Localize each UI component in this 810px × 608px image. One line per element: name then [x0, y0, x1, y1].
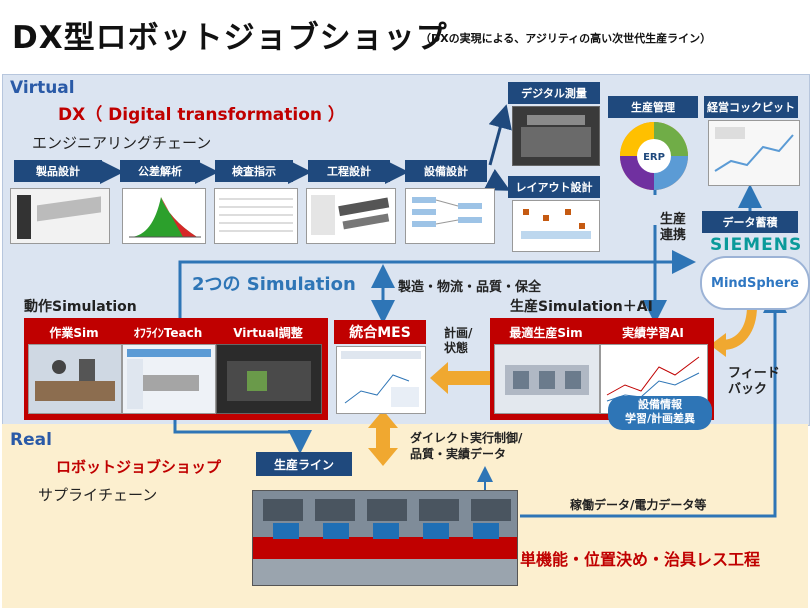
siemens-logo: SIEMENS [710, 235, 803, 255]
simulation-heading: 2つの Simulation [192, 274, 356, 295]
virtual-adjust-box: Virtual調整 [216, 322, 320, 342]
work-sim-box: 作業Sim [28, 322, 120, 342]
direct-control-label: ダイレクト実行制御/ 品質・実績データ [410, 431, 523, 461]
product-design-image [10, 188, 110, 244]
process-design-image [306, 188, 396, 244]
footer-statement: 単機能・位置決め・治具レス工程 [520, 550, 761, 569]
real-label: Real [10, 430, 52, 450]
inspection-sheet-image [214, 188, 298, 244]
integrated-mes-label: 統合MES [334, 320, 426, 344]
virtual-label: Virtual [10, 78, 75, 98]
equipment-design-image [405, 188, 495, 244]
offline-teach-box: ｵﾌﾗｲﾝTeach [122, 322, 214, 342]
virtual-adjust-image [216, 344, 322, 414]
equipment-info-cloud: 設備情報 学習/計画差異 [608, 396, 712, 430]
step-process-design: 工程設計 [308, 160, 390, 182]
tolerance-chart-image [122, 188, 206, 244]
digital-survey-image [512, 106, 600, 166]
production-line-label: 生産ライン [256, 452, 352, 476]
robot-job-shop-label: ロボットジョブショップ [56, 458, 222, 476]
page-subtitle: （DXの実現による、アジリティの高い次世代生産ライン） [420, 32, 712, 45]
plan-status-label: 計画/ 状態 [444, 326, 473, 355]
mindsphere-cloud: MindSphere [700, 256, 810, 310]
supply-chain-label: サプライチェーン [38, 486, 158, 504]
feedback-label: フィード バック [728, 366, 780, 397]
offline-teach-image [122, 344, 216, 414]
digital-survey-label: デジタル測量 [508, 82, 600, 104]
production-link-label: 生産 連携 [660, 212, 687, 243]
production-line-image [252, 490, 518, 586]
optimal-sim-image [494, 344, 600, 414]
step-product-design: 製品設計 [14, 160, 102, 182]
integrated-mes-image [336, 346, 426, 414]
motion-sim-label: 動作Simulation [24, 299, 137, 315]
engineering-chain-label: エンジニアリングチェーン [32, 134, 212, 152]
step-equipment-design: 設備設計 [405, 160, 487, 182]
dx-title: DX（ Digital transformation ） [58, 105, 345, 125]
step-tolerance-analysis: 公差解析 [120, 160, 200, 182]
erp-wheel-icon: ERP [618, 120, 690, 192]
mfg-label: 製造・物流・品質・保全 [398, 280, 542, 295]
work-sim-image [28, 344, 122, 414]
production-sim-label: 生産Simulation＋AI [510, 299, 653, 315]
learning-ai-box: 実績学習AI [600, 322, 706, 342]
layout-design-image [512, 200, 600, 252]
mgmt-cockpit-image [708, 120, 800, 186]
mgmt-cockpit-label: 経営コックピット [704, 96, 798, 118]
layout-design-label: レイアウト設計 [508, 176, 600, 198]
erp-label: ERP [643, 152, 665, 163]
operation-data-label: 稼働データ/電力データ等 [570, 498, 707, 512]
production-mgmt-label: 生産管理 [608, 96, 698, 118]
step-inspection: 検査指示 [215, 160, 293, 182]
page-title: DX型ロボットジョブショップ [12, 20, 448, 56]
optimal-sim-box: 最適生産Sim [494, 322, 598, 342]
data-storage-label: データ蓄積 [702, 211, 798, 233]
